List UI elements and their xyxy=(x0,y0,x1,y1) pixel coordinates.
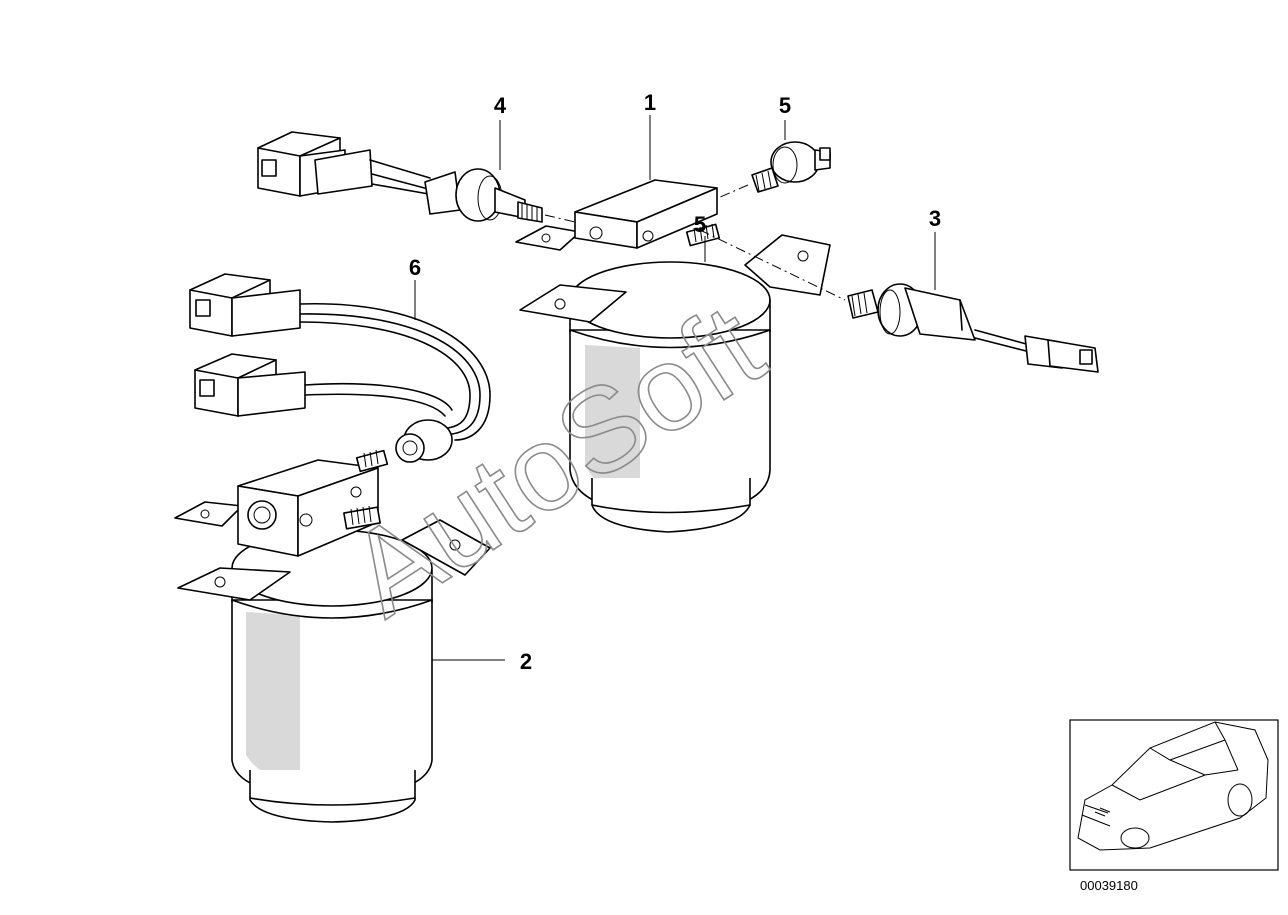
pressure-switch-with-harness-4[interactable] xyxy=(257,131,576,223)
callout-5-second[interactable]: 5 xyxy=(694,212,706,237)
callout-3[interactable]: 3 xyxy=(929,206,941,231)
document-number: 00039180 xyxy=(1080,878,1138,893)
car-silhouette-icon xyxy=(1077,721,1269,851)
callout-6[interactable]: 6 xyxy=(409,255,421,280)
pressure-switch-with-harness-3[interactable] xyxy=(699,229,1099,373)
callout-5[interactable]: 5 xyxy=(779,93,791,118)
leader-lines xyxy=(414,115,936,661)
vehicle-thumbnail[interactable] xyxy=(1069,719,1279,871)
callout-4[interactable]: 4 xyxy=(494,93,507,118)
callout-1[interactable]: 1 xyxy=(644,90,656,115)
pressure-switch-with-harness-6[interactable] xyxy=(189,273,491,463)
receiver-dryer-lower[interactable] xyxy=(174,449,491,823)
receiver-dryer-upper[interactable] xyxy=(515,179,831,533)
pressure-switch-5[interactable] xyxy=(717,141,831,199)
callout-2[interactable]: 2 xyxy=(520,649,532,674)
